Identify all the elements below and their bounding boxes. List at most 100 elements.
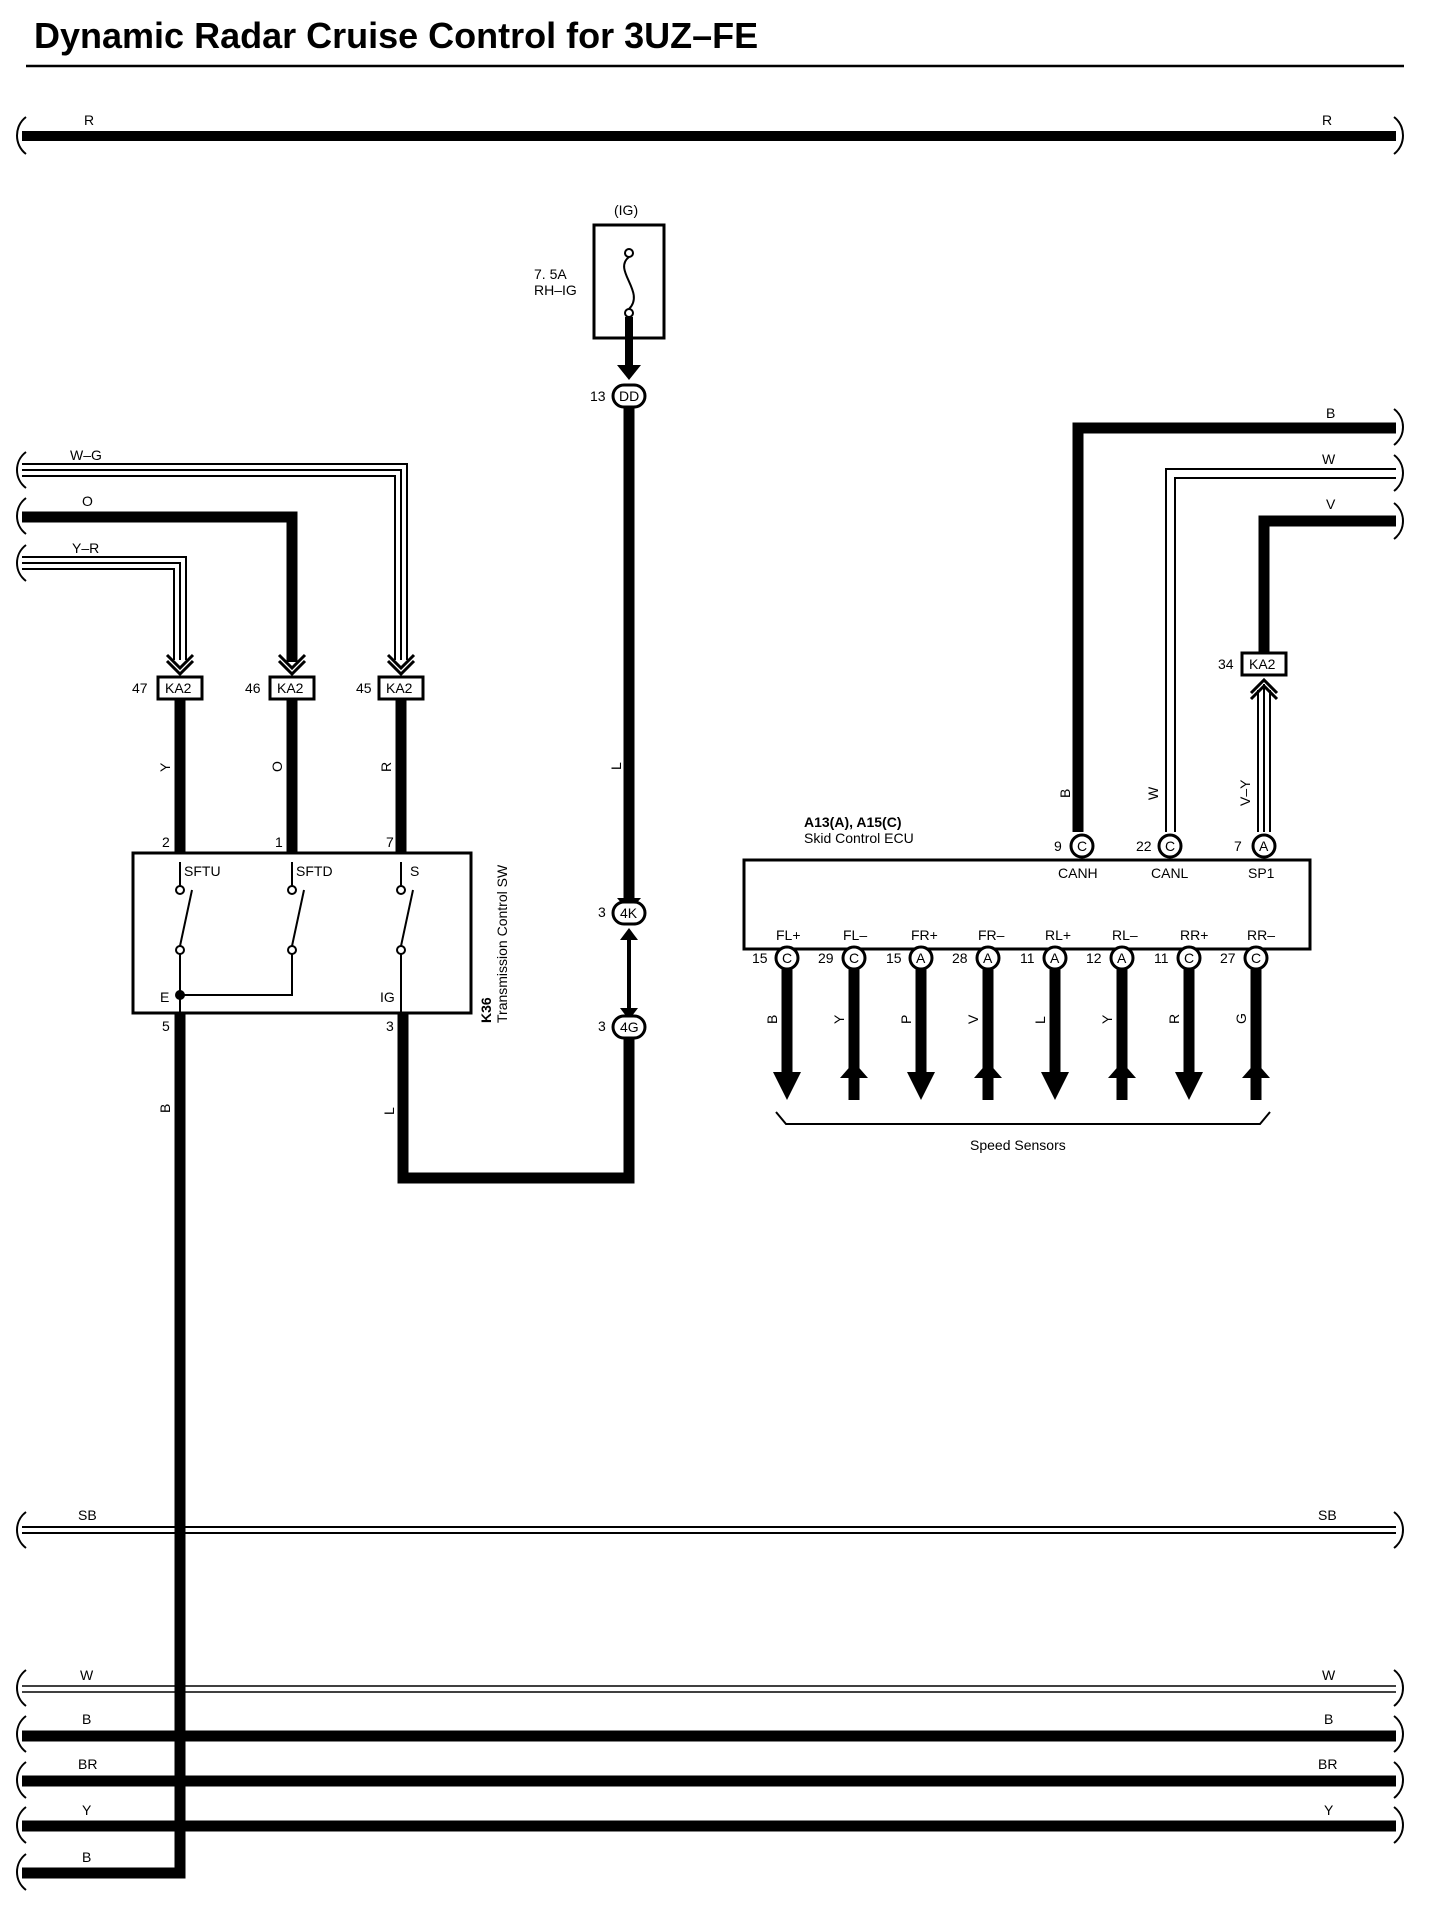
fl-minus-pin: 29 (818, 950, 834, 966)
ecu-canl-wire-label: W (1145, 786, 1161, 800)
ecu-canh-pin: 9 (1054, 838, 1062, 854)
wire-s-label: R (378, 762, 394, 772)
transmission-control-sw: 2 1 7 SFTU SFTD S E IG (131, 834, 510, 1034)
wire-y-r: Y–R (16, 540, 187, 660)
bus-r-label-right: R (1322, 112, 1332, 128)
sw-name: Transmission Control SW (494, 864, 510, 1023)
ecu-bottom-pin-rl-plus: 11 A L (1020, 945, 1069, 1100)
fl-plus-conn: C (782, 950, 792, 966)
ecu-canl-terminal: CANL (1151, 865, 1189, 881)
rl-plus-arrow-icon (1041, 1072, 1069, 1100)
bus-sb-label-right: SB (1318, 1507, 1337, 1523)
wire-w-g-label: W–G (70, 447, 102, 463)
rl-plus-pin: 11 (1020, 950, 1035, 966)
chevron-46-icon (277, 653, 307, 677)
sw-terminal-s: S (410, 863, 419, 879)
bus-b-bottom: B (16, 1849, 91, 1891)
ecu-name: Skid Control ECU (804, 830, 914, 846)
fuse-rating: 7. 5A (534, 266, 567, 282)
speed-sensors-bracket (775, 1111, 1271, 1125)
switch-s-icon (396, 862, 414, 1013)
fr-plus-wire: P (898, 1015, 914, 1024)
bus-w-label-left: W (80, 1667, 94, 1683)
sw-terminal-sftu: SFTU (184, 863, 221, 879)
ecu-fr-minus-terminal: FR– (978, 927, 1005, 943)
ecu-pin-sp1: 7 A SP1 (1234, 833, 1277, 881)
fr-minus-pin: 28 (952, 950, 968, 966)
ecu-bottom-pin-fr-minus: 28 A V (952, 945, 1002, 1100)
ka2-34-pin: 34 (1218, 656, 1234, 672)
fuse-circuit-label: (IG) (614, 202, 638, 218)
wire-ig-loop (397, 1013, 635, 1184)
bus-w-label-right: W (1322, 1667, 1336, 1683)
junction-4k-pin: 3 (598, 904, 606, 920)
fr-plus-arrow-icon (907, 1072, 935, 1100)
ecu-fl-plus-terminal: FL+ (776, 927, 801, 943)
ecu-bottom-pin-rr-plus: 11 C R (1154, 945, 1203, 1100)
rl-minus-conn: A (1117, 950, 1127, 966)
ecu-rr-minus-terminal: RR– (1247, 927, 1275, 943)
wire-ground-b (22, 1013, 186, 1879)
sw-pin-sftu: 2 (162, 834, 170, 850)
fl-plus-arrow-icon (773, 1072, 801, 1100)
ka2-46: 46 KA2 (245, 675, 316, 701)
fl-plus-wire: B (764, 1015, 780, 1024)
page-title: Dynamic Radar Cruise Control for 3UZ–FE (34, 15, 758, 56)
sw-pin-s: 7 (386, 834, 394, 850)
ka2-34: 34 KA2 (1218, 651, 1288, 677)
bus-r-label-left: R (84, 112, 94, 128)
bus-br: BR BR (16, 1756, 1404, 1799)
ecu-rr-plus-terminal: RR+ (1180, 927, 1208, 943)
fr-minus-arrow-icon (974, 1062, 1002, 1078)
junction-4g-arrow-icon (620, 1008, 638, 1020)
ecu-id: A13(A), A15(C) (804, 814, 902, 830)
ecu-bottom-pin-fr-plus: 15 A P (886, 945, 935, 1100)
dd-code: DD (619, 388, 639, 404)
ka2-34-code: KA2 (1249, 656, 1276, 672)
wire-right-w-label: W (1322, 451, 1336, 467)
ecu-sp1-terminal: SP1 (1248, 865, 1275, 881)
junction-4g-pin: 3 (598, 1018, 606, 1034)
bus-br-label-right: BR (1318, 1756, 1337, 1772)
fr-minus-wire: V (965, 1014, 981, 1024)
ecu-canh-terminal: CANH (1058, 865, 1098, 881)
bus-w: W W (16, 1667, 1404, 1707)
ecu-canh-wire-label: B (1057, 789, 1073, 798)
wire-ig-label: L (381, 1107, 397, 1115)
wire-y-r-label: Y–R (72, 540, 99, 556)
ecu-sp1-wire-label: V–Y (1237, 779, 1253, 806)
bus-b-label-right: B (1324, 1711, 1333, 1727)
ecu-canh-conn: C (1077, 838, 1087, 854)
rr-minus-pin: 27 (1220, 950, 1236, 966)
fuse-name: RH–IG (534, 282, 577, 298)
wire-center-l-label: L (608, 762, 624, 770)
ka2-47-pin: 47 (132, 680, 148, 696)
wire-sftd-label: O (269, 761, 285, 772)
sw-terminal-e: E (160, 989, 169, 1005)
fuse-element-icon (623, 256, 635, 310)
wire-o: O (16, 493, 298, 662)
rr-minus-wire: G (1233, 1013, 1249, 1024)
bus-y-label-left: Y (82, 1802, 92, 1818)
ecu-sp1-conn: A (1259, 838, 1269, 854)
fl-minus-arrow-icon (840, 1062, 868, 1078)
switch-sftu-icon (175, 862, 193, 995)
bus-b-bottom-label: B (82, 1849, 91, 1865)
ka2-47: 47 KA2 (132, 675, 204, 701)
ecu-bottom-pin-rr-minus: 27 C G (1220, 945, 1270, 1100)
ecu-canl-pin: 22 (1136, 838, 1152, 854)
ecu-bottom-pin-fl-plus: 15 C B (752, 945, 801, 1100)
rl-minus-pin: 12 (1086, 950, 1102, 966)
chevron-45-icon (386, 653, 416, 677)
wire-sp1-vy (1257, 684, 1271, 832)
ecu-fr-plus-terminal: FR+ (911, 927, 938, 943)
ka2-46-code: KA2 (277, 680, 304, 696)
sw-pin-sftd: 1 (275, 834, 283, 850)
fr-plus-pin: 15 (886, 950, 902, 966)
sw-id: K36 (478, 997, 494, 1023)
junction-4g-code: 4G (620, 1019, 639, 1035)
wire-o-label: O (82, 493, 93, 509)
rl-plus-conn: A (1050, 950, 1060, 966)
wire-canl-w: W (1165, 451, 1404, 832)
fr-minus-conn: A (983, 950, 993, 966)
